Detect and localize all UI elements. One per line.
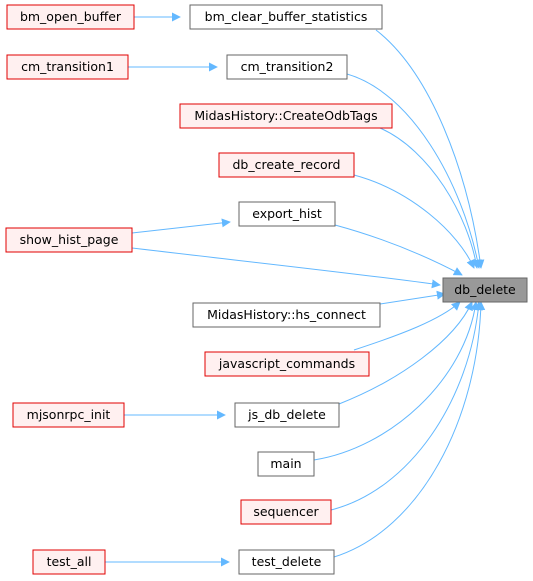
- node-cm-transition2[interactable]: cm_transition2: [226, 54, 348, 80]
- node-label: export_hist: [252, 206, 322, 221]
- node-mjsonrpc-init[interactable]: mjsonrpc_init: [12, 402, 125, 428]
- node-main[interactable]: main: [257, 451, 315, 477]
- node-hs-connect[interactable]: MidasHistory::hs_connect: [192, 302, 381, 328]
- node-label: js_db_delete: [247, 407, 326, 422]
- node-label: db_delete: [454, 282, 516, 297]
- node-cm-transition1[interactable]: cm_transition1: [6, 54, 129, 80]
- node-label: MidasHistory::hs_connect: [207, 307, 366, 322]
- node-label: bm_open_buffer: [20, 9, 122, 24]
- edge-db-create-record-to-db-delete: [353, 174, 475, 269]
- node-label: cm_transition2: [241, 59, 334, 74]
- edge-javascript-commands-to-db-delete: [353, 301, 461, 351]
- edge-create-odb-tags-to-db-delete: [379, 127, 481, 269]
- edge-js-db-delete-to-db-delete: [338, 301, 473, 405]
- node-label: sequencer: [253, 504, 319, 519]
- edge-show-hist-page-to-db-delete: [131, 247, 441, 289]
- node-label: mjsonrpc_init: [27, 407, 111, 422]
- node-create-odb-tags[interactable]: MidasHistory::CreateOdbTags: [179, 103, 393, 129]
- node-javascript-commands[interactable]: javascript_commands: [204, 351, 370, 377]
- node-label: MidasHistory::CreateOdbTags: [194, 108, 377, 123]
- node-test-all[interactable]: test_all: [32, 549, 106, 575]
- node-bm-open-buffer[interactable]: bm_open_buffer: [6, 4, 135, 30]
- node-label: javascript_commands: [218, 356, 355, 371]
- edge-sequencer-to-db-delete: [330, 301, 483, 511]
- edge-bm-clear-buffer-statistics-to-db-delete: [375, 29, 485, 269]
- node-label: test_delete: [252, 554, 322, 569]
- edge-show-hist-page-to-export-hist: [131, 218, 231, 234]
- node-db-create-record[interactable]: db_create_record: [218, 152, 355, 178]
- edge-hs-connect-to-db-delete: [379, 290, 446, 305]
- node-show-hist-page[interactable]: show_hist_page: [5, 227, 133, 253]
- node-js-db-delete[interactable]: js_db_delete: [234, 402, 340, 428]
- node-sequencer[interactable]: sequencer: [240, 499, 332, 525]
- edge-test-delete-to-db-delete: [333, 301, 486, 558]
- node-export-hist[interactable]: export_hist: [238, 201, 336, 227]
- node-label: main: [270, 456, 301, 471]
- node-label: show_hist_page: [20, 232, 119, 247]
- edge-cm-transition2-to-db-delete: [346, 73, 482, 269]
- edge-main-to-db-delete: [313, 301, 480, 461]
- node-test-delete[interactable]: test_delete: [238, 549, 335, 575]
- node-bm-clear-buffer-statistics[interactable]: bm_clear_buffer_statistics: [189, 4, 383, 30]
- node-label: db_create_record: [233, 157, 341, 172]
- node-db-delete[interactable]: db_delete: [442, 277, 528, 303]
- edge-export-hist-to-db-delete: [334, 224, 463, 276]
- node-label: cm_transition1: [21, 59, 114, 74]
- node-label: bm_clear_buffer_statistics: [205, 9, 368, 24]
- node-label: test_all: [47, 554, 92, 569]
